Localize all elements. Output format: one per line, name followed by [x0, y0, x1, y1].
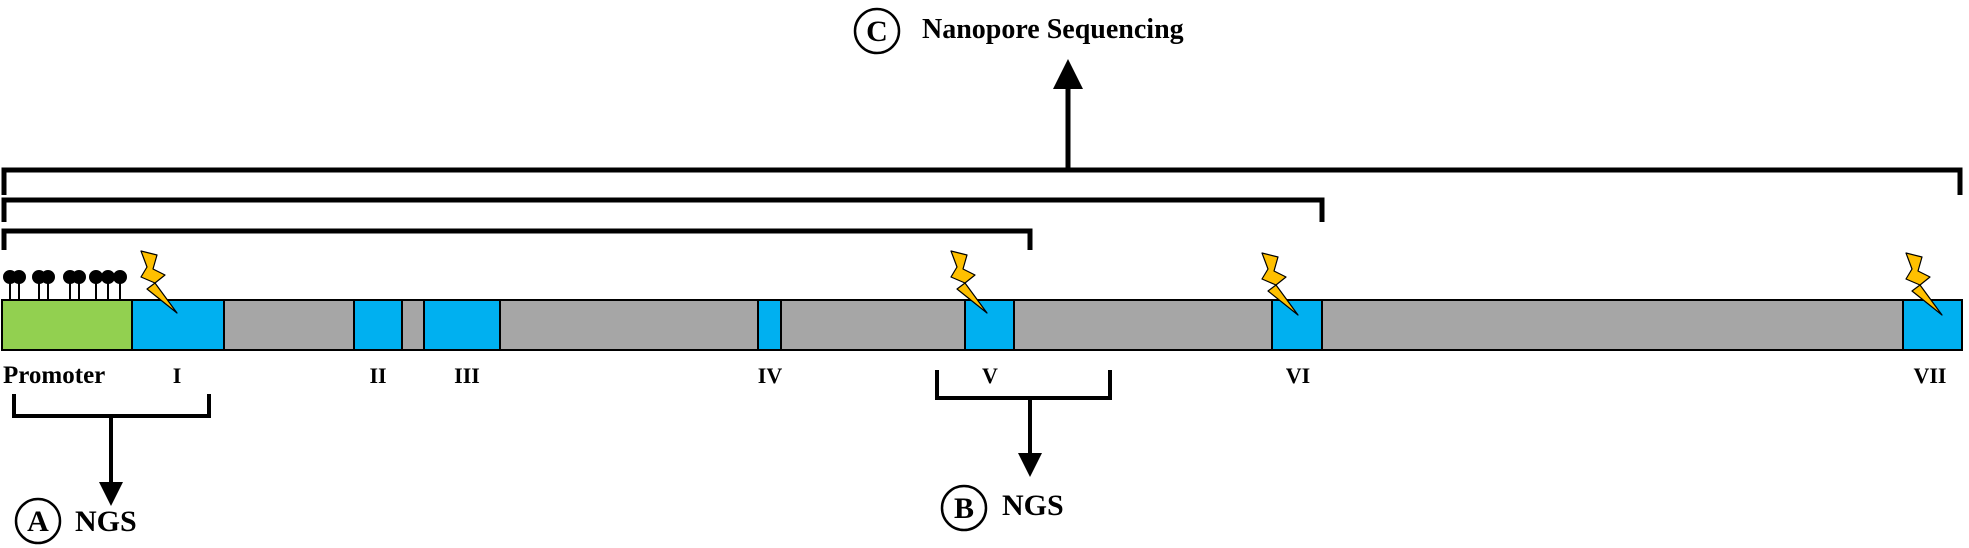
exon-label-vi: VI [1286, 363, 1310, 388]
method-a-circle [14, 497, 62, 545]
bracket-nanopore [1, 167, 1963, 195]
exon-vi [1271, 299, 1323, 351]
intron-region [131, 299, 1963, 351]
method-c-text: Nanopore Sequencing [922, 14, 1184, 45]
exon-label-i: I [173, 363, 182, 388]
method-b-text: NGS [1002, 489, 1064, 522]
promoter-label: Promoter [3, 362, 105, 389]
exon-ii [353, 299, 403, 351]
bracket-ngs-a [12, 394, 211, 418]
method-b-circle [940, 484, 988, 532]
method-a-letter: A [27, 505, 49, 538]
exon-label-iv: IV [758, 363, 783, 388]
bracket-ngs-b [935, 370, 1112, 400]
exon-iv [757, 299, 782, 351]
method-a-text: NGS [75, 505, 137, 538]
exon-label-ii: II [369, 363, 386, 388]
promoter-region [1, 299, 133, 351]
exon-i [131, 299, 225, 351]
method-b-label: B NGS [940, 484, 1064, 532]
exon-v [964, 299, 1015, 351]
method-c-circle [853, 7, 901, 55]
exon-label-vii: VII [1913, 363, 1946, 388]
method-b-letter: B [954, 492, 974, 525]
bracket-exon-i-to-vi [1, 197, 1325, 222]
method-c-letter: C [866, 15, 888, 48]
exon-label-iii: III [454, 363, 480, 388]
exon-vii [1902, 299, 1963, 351]
exon-label-v: V [982, 363, 998, 388]
methylation-lollipop-icon [3, 270, 127, 300]
exon-iii [423, 299, 501, 351]
method-a-label: A NGS [14, 497, 137, 545]
bracket-exon-i-to-v [1, 228, 1033, 250]
method-c-label: C Nanopore Sequencing [853, 7, 1184, 55]
